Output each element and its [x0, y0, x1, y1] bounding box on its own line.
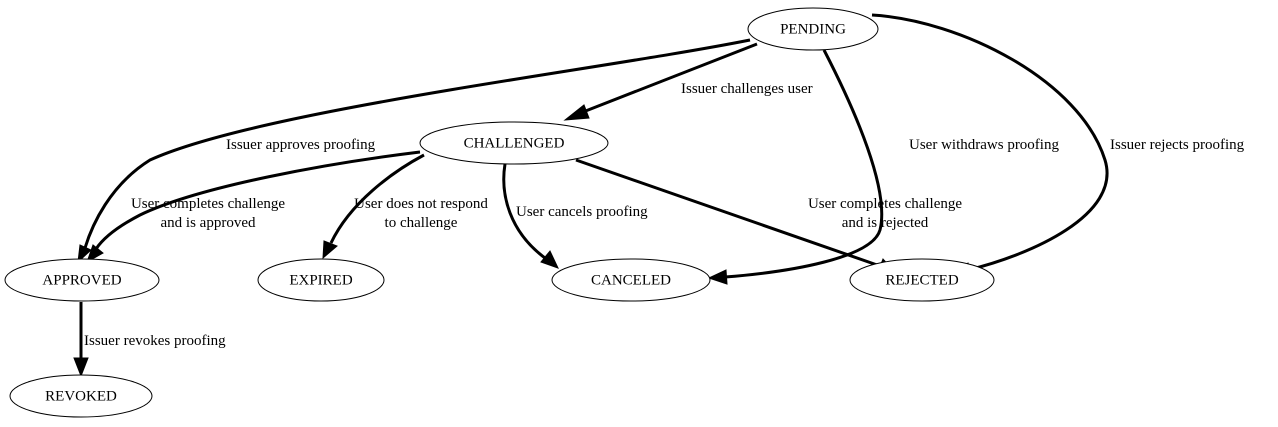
- edge-label-pending-approved: Issuer approves proofing: [226, 137, 376, 153]
- edge-path-pending-approved: [83, 38, 751, 249]
- edge-label-challenged-approved-line2: and is approved: [161, 215, 256, 231]
- arrowhead-pending-approved: [77, 244, 92, 264]
- node-challenged[interactable]: CHALLENGED: [419, 121, 609, 165]
- node-canceled[interactable]: CANCELED: [551, 258, 711, 302]
- node-label-rejected: REJECTED: [885, 272, 958, 288]
- edge-label-challenged-rejected-line1: User completes challenge: [808, 196, 962, 212]
- edge-pending-to-approved[interactable]: Issuer approves proofing: [77, 38, 751, 264]
- edge-path-challenged-canceled: [502, 163, 546, 260]
- node-revoked[interactable]: REVOKED: [9, 374, 153, 418]
- edge-path-pending-rejected: [871, 13, 1109, 272]
- edge-path-pending-challenged: [582, 42, 758, 114]
- node-shape-canceled: [551, 258, 711, 302]
- arrowhead-pending-canceled: [707, 269, 728, 285]
- node-pending[interactable]: PENDING: [747, 7, 879, 51]
- edge-path-challenged-rejected: [575, 158, 881, 268]
- node-shape-challenged: [419, 121, 609, 165]
- edge-label-pending-challenged: Issuer challenges user: [681, 81, 813, 97]
- edge-label-approved-revoked: Issuer revokes proofing: [84, 333, 226, 349]
- edge-label-challenged-expired-line2: to challenge: [385, 215, 458, 231]
- edge-challenged-to-approved[interactable]: User completes challenge and is approved: [86, 150, 421, 264]
- node-shape-rejected: [849, 258, 995, 302]
- edge-label-challenged-expired-line1: User does not respond: [354, 196, 488, 212]
- node-label-challenged: CHALLENGED: [464, 135, 565, 151]
- edge-challenged-to-rejected[interactable]: User completes challenge and is rejected: [575, 158, 962, 275]
- edge-challenged-to-canceled[interactable]: User cancels proofing: [502, 163, 648, 269]
- edge-path-pending-canceled: [724, 49, 884, 279]
- node-label-revoked: REVOKED: [45, 388, 117, 404]
- edge-label-pending-rejected: Issuer rejects proofing: [1110, 137, 1245, 153]
- arrowhead-challenged-canceled: [540, 250, 559, 269]
- node-expired[interactable]: EXPIRED: [257, 258, 385, 302]
- arrowhead-challenged-expired: [322, 240, 338, 260]
- node-label-approved: APPROVED: [42, 272, 121, 288]
- node-shape-pending: [747, 7, 879, 51]
- edge-pending-to-challenged[interactable]: Issuer challenges user: [563, 42, 813, 121]
- arrowhead-challenged-approved: [86, 244, 104, 264]
- node-label-pending: PENDING: [780, 21, 846, 37]
- node-approved[interactable]: APPROVED: [4, 258, 160, 302]
- arrowhead-approved-revoked: [73, 357, 89, 378]
- edge-label-challenged-rejected-line2: and is rejected: [842, 215, 929, 231]
- node-shape-expired: [257, 258, 385, 302]
- node-label-canceled: CANCELED: [591, 272, 671, 288]
- edge-approved-to-revoked[interactable]: Issuer revokes proofing: [73, 302, 226, 378]
- node-label-expired: EXPIRED: [289, 272, 353, 288]
- edge-label-challenged-canceled: User cancels proofing: [516, 204, 648, 220]
- node-shape-approved: [4, 258, 160, 302]
- edge-path-challenged-expired: [329, 153, 425, 244]
- arrowhead-pending-challenged: [563, 104, 590, 121]
- node-shape-revoked: [9, 374, 153, 418]
- node-rejected[interactable]: REJECTED: [849, 258, 995, 302]
- edge-path-challenged-approved: [94, 150, 421, 250]
- edge-challenged-to-expired[interactable]: User does not respond to challenge: [322, 153, 488, 260]
- edge-label-pending-canceled: User withdraws proofing: [909, 137, 1059, 153]
- edge-label-challenged-approved-line1: User completes challenge: [131, 196, 285, 212]
- edge-pending-to-canceled[interactable]: User withdraws proofing: [707, 49, 1059, 285]
